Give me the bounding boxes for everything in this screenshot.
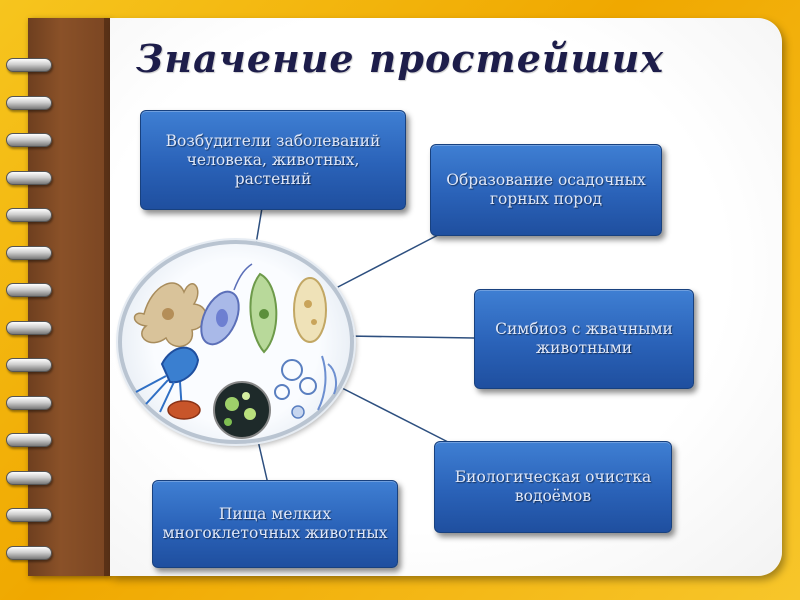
box-symbiosis-text: Симбиоз с жвачными животными (495, 320, 673, 357)
protozoa-collage-icon (133, 263, 337, 439)
notebook-ring-icon (6, 58, 52, 72)
notebook-ring-icon (6, 208, 52, 222)
connector-symbiosis (345, 335, 475, 339)
box-sedimentary-text: Образование осадочных горных пород (446, 171, 646, 208)
notebook-ring-icon (6, 283, 52, 297)
notebook-ring-icon (6, 95, 52, 110)
box-symbiosis: Симбиоз с жвачными животными (474, 289, 694, 389)
connector-pathogens (255, 207, 263, 245)
notebook-ring-icon (6, 133, 52, 147)
notebook-ring-icon (6, 470, 52, 485)
protozoa-circle (118, 240, 354, 444)
box-pathogens-text: Возбудители заболеваний человека, животн… (165, 131, 381, 188)
slide-title: Значение простейших (136, 36, 664, 81)
notebook-ring-icon (6, 170, 52, 185)
notebook-ring-icon (6, 545, 52, 560)
spine-edge (104, 18, 110, 576)
box-pathogens: Возбудители заболеваний человека, животн… (140, 110, 406, 210)
notebook-ring-icon (6, 358, 52, 372)
notebook-ring-icon (6, 320, 52, 335)
box-purification-text: Биологическая очистка водоёмов (454, 468, 652, 505)
connector-sedimentary (335, 233, 441, 289)
box-purification: Биологическая очистка водоёмов (434, 441, 672, 533)
box-food: Пища мелких многоклеточных животных (152, 480, 398, 568)
notebook-ring-icon (6, 245, 52, 260)
connector-purification (337, 385, 449, 443)
box-sedimentary: Образование осадочных горных пород (430, 144, 662, 236)
notebook-ring-icon (6, 433, 52, 447)
notebook-ring-icon (6, 395, 52, 410)
notebook-ring-icon (6, 508, 52, 522)
box-food-text: Пища мелких многоклеточных животных (162, 505, 388, 542)
